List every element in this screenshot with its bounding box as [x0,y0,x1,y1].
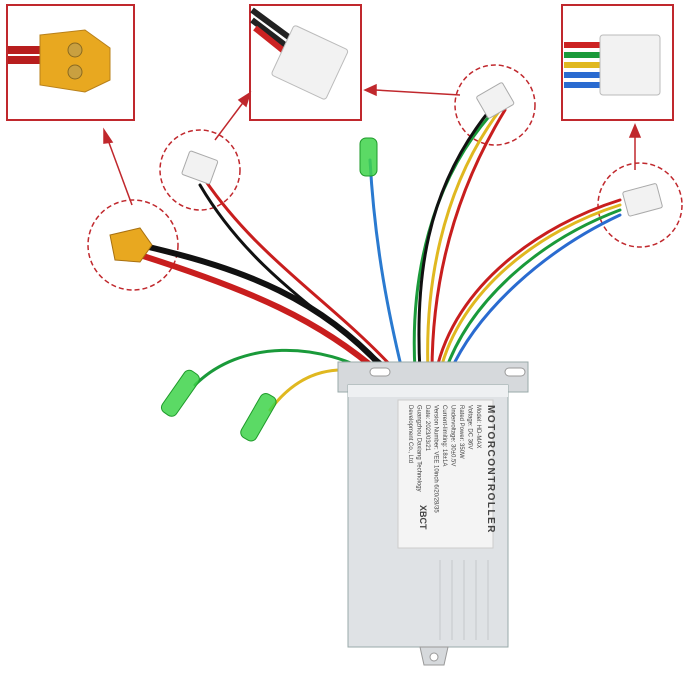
product-label [397,399,494,549]
label-line: Model: HD-MAX [475,405,481,448]
inset-2pin-connector [249,4,362,121]
label-line: Date: 2023/03/21 [424,405,430,452]
callout-circles [87,64,683,291]
inset-multipin-connector [561,4,674,121]
label-title: MOTORCONTROLLER [485,405,496,534]
label-line: Version Number: VEE 10inch 6/20/28/35 [433,405,439,513]
label-line: Voltage: DC 36V [467,405,473,449]
multipin-connector [622,183,663,217]
label-line: Development Co., Ltd [407,405,413,463]
label-line: Guangzhou Daxiang Technology [416,405,422,492]
callout-arrows [103,83,642,206]
label-line: Rated Power: 350W [458,405,464,459]
inset-xt60-connector [6,4,135,121]
xt60-connector [109,227,153,263]
green-terminal-caps [160,137,378,442]
2pin-connector [181,150,219,185]
label-line: Current-limiting: 18±1A [441,405,447,466]
3pin-connector [476,82,515,119]
label-line: Undervoltage: 30±0.5V [450,405,456,466]
brand-logo-text: XBCT [418,505,428,530]
